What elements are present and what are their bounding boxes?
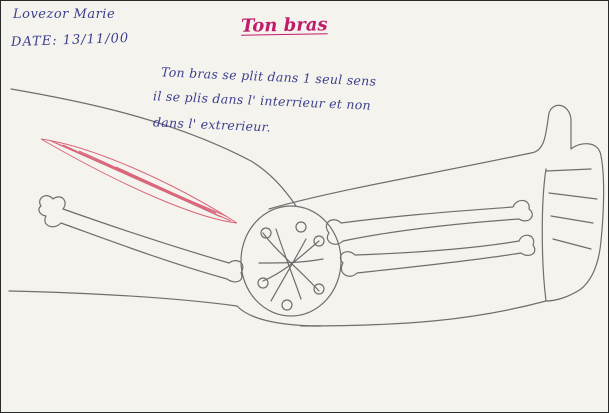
biceps-muscle [41, 139, 237, 223]
student-name: Lovezor Marie [13, 7, 115, 22]
forearm-outline-lower [301, 301, 546, 326]
radius-bone [326, 200, 532, 244]
humerus-bone [39, 196, 243, 282]
ulna-bone [340, 235, 534, 276]
page-title: Ton bras [241, 14, 328, 37]
elbow-joint [241, 206, 341, 316]
hand-outline [531, 105, 604, 301]
forearm-outline-upper [269, 153, 531, 209]
